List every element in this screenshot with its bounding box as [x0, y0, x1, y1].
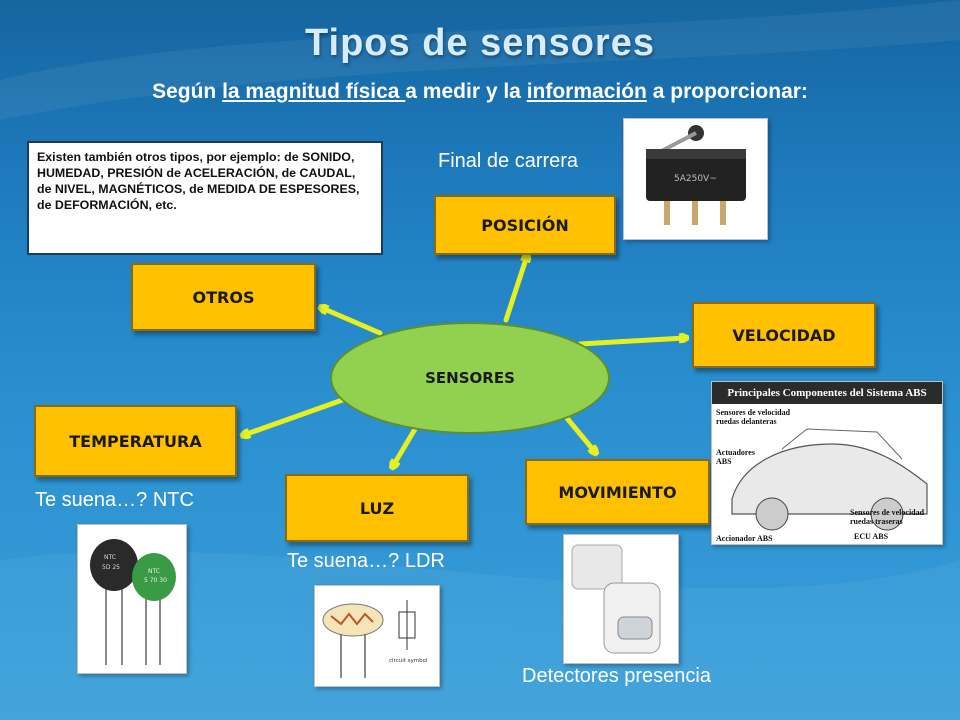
subtitle-underline-magnitud: la magnitud física	[222, 80, 406, 103]
arrow-to-otros	[322, 308, 383, 336]
ldr-photo: circuit symbol	[314, 585, 440, 687]
ntc-label-2: 5D 25	[102, 564, 120, 571]
ntc-thermistor-photo: NTC 5D 25 NTC 5 70 30	[77, 524, 187, 674]
slide-title: Tipos de sensores	[305, 22, 655, 64]
ntc-label-3: NTC	[148, 568, 160, 575]
abs-label-rear-sensors: Sensores de velocidad ruedas traseras	[850, 508, 925, 526]
ldr-image: circuit symbol	[322, 600, 428, 678]
box-otros: OTROS	[131, 263, 316, 331]
presence-detector-photo	[563, 534, 679, 664]
subtitle-part2: a medir y la	[405, 80, 527, 103]
caption-final-de-carrera: Final de carrera	[438, 150, 579, 172]
box-posicion: POSICIÓN	[434, 195, 616, 255]
arrow-to-luz	[393, 421, 421, 466]
other-types-note: Existen también otros tipos, por ejemplo…	[27, 141, 383, 255]
caption-ntc: Te suena…? NTC	[35, 489, 194, 511]
arrow-to-velocidad	[577, 338, 685, 347]
abs-diagram-photo: Principales Componentes del Sistema ABS …	[711, 381, 943, 545]
limit-switch-photo: 5A250V~	[623, 118, 768, 240]
box-luz: LUZ	[285, 474, 469, 542]
box-velocidad: VELOCIDAD	[692, 302, 876, 368]
arrow-to-posicion	[503, 256, 527, 323]
slide-subtitle: Según la magnitud física a medir y la in…	[0, 80, 960, 104]
limit-switch-image: 5A250V~	[646, 125, 746, 225]
sensores-center-node: SENSORES	[330, 322, 610, 434]
ldr-circuit-symbol-label: circuit symbol	[389, 658, 428, 664]
subtitle-part3: a proporcionar:	[646, 80, 808, 103]
box-movimiento: MOVIMIENTO	[525, 459, 710, 525]
car-outline-image	[731, 428, 928, 531]
abs-label-actuators: Actuadores ABS	[716, 448, 755, 466]
abs-label-front-sensors: Sensores de velocidad ruedas delanteras	[716, 408, 791, 426]
box-temperatura: TEMPERATURA	[34, 405, 237, 477]
presence-detector-image	[571, 544, 661, 654]
subtitle-part1: Según	[152, 80, 223, 103]
ntc-label-1: NTC	[104, 554, 116, 561]
ntc-label-4: 5 70 30	[144, 577, 167, 584]
arrow-to-temperatura	[244, 395, 351, 435]
abs-label-accionador: Accionador ABS	[716, 534, 773, 543]
caption-detectores-presencia: Detectores presencia	[522, 665, 711, 687]
ntc-thermistor-image: NTC 5D 25 NTC 5 70 30	[90, 539, 176, 665]
abs-diagram-title: Principales Componentes del Sistema ABS	[712, 382, 942, 404]
caption-ldr: Te suena…? LDR	[287, 550, 445, 572]
switch-rating-text: 5A250V~	[674, 174, 717, 184]
abs-label-ecu: ECU ABS	[854, 532, 889, 541]
subtitle-underline-informacion: información	[526, 80, 647, 103]
